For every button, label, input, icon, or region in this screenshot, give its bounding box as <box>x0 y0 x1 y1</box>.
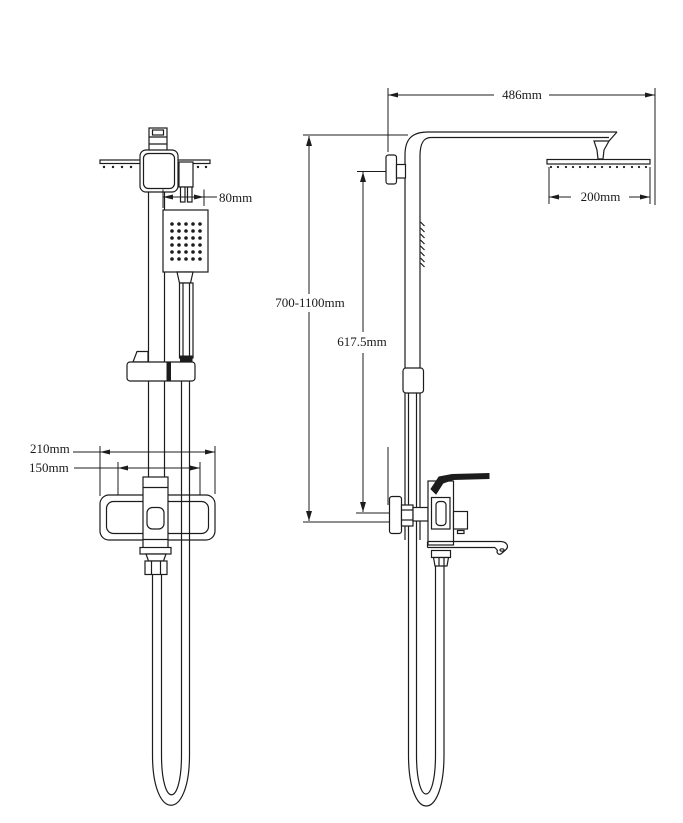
mixer-valve-front <box>99 476 216 576</box>
wall-flange-top <box>385 154 407 185</box>
dim-label-hand-shower-width: 80mm <box>219 190 253 205</box>
hand-shower-edge-side <box>420 221 425 268</box>
front-view <box>73 127 217 806</box>
arm-connector-front <box>148 127 168 153</box>
slider-bracket <box>126 350 196 382</box>
shower-hose-side <box>407 566 445 807</box>
wall-line <box>387 88 656 505</box>
dim-label-riser-height-range: 700-1100mm <box>275 295 345 310</box>
hand-shower-holder <box>178 161 194 203</box>
dim-shower-head-width <box>548 167 651 204</box>
side-view <box>303 88 656 807</box>
shower-head-side <box>546 158 651 169</box>
dim-arm-projection <box>388 92 655 98</box>
dim-hand-shower-width <box>162 189 217 208</box>
shower-arm-side <box>404 131 618 540</box>
riser-rail-front <box>147 192 166 477</box>
mixer-valve-side <box>388 472 509 567</box>
dim-label-valve-body-width: 150mm <box>29 460 69 475</box>
dim-label-riser-fixed-length: 617.5mm <box>337 334 387 349</box>
shower-hose-front <box>151 381 191 806</box>
shower-head-edge-front <box>99 149 211 193</box>
dim-riser-fixed-length <box>356 171 390 514</box>
dim-label-shower-head-width: 200mm <box>580 189 621 204</box>
dim-valve-trim-width <box>73 446 216 496</box>
dim-label-valve-trim-width: 210mm <box>30 441 70 456</box>
dim-riser-height-range <box>303 134 408 523</box>
hand-shower-handle <box>178 282 194 363</box>
tub-spout <box>426 540 509 555</box>
dim-label-arm-projection: 486mm <box>502 87 542 102</box>
hand-shower-face <box>162 209 209 284</box>
spray-nozzle-grid <box>170 222 202 261</box>
slider-coupling-side <box>402 367 425 755</box>
